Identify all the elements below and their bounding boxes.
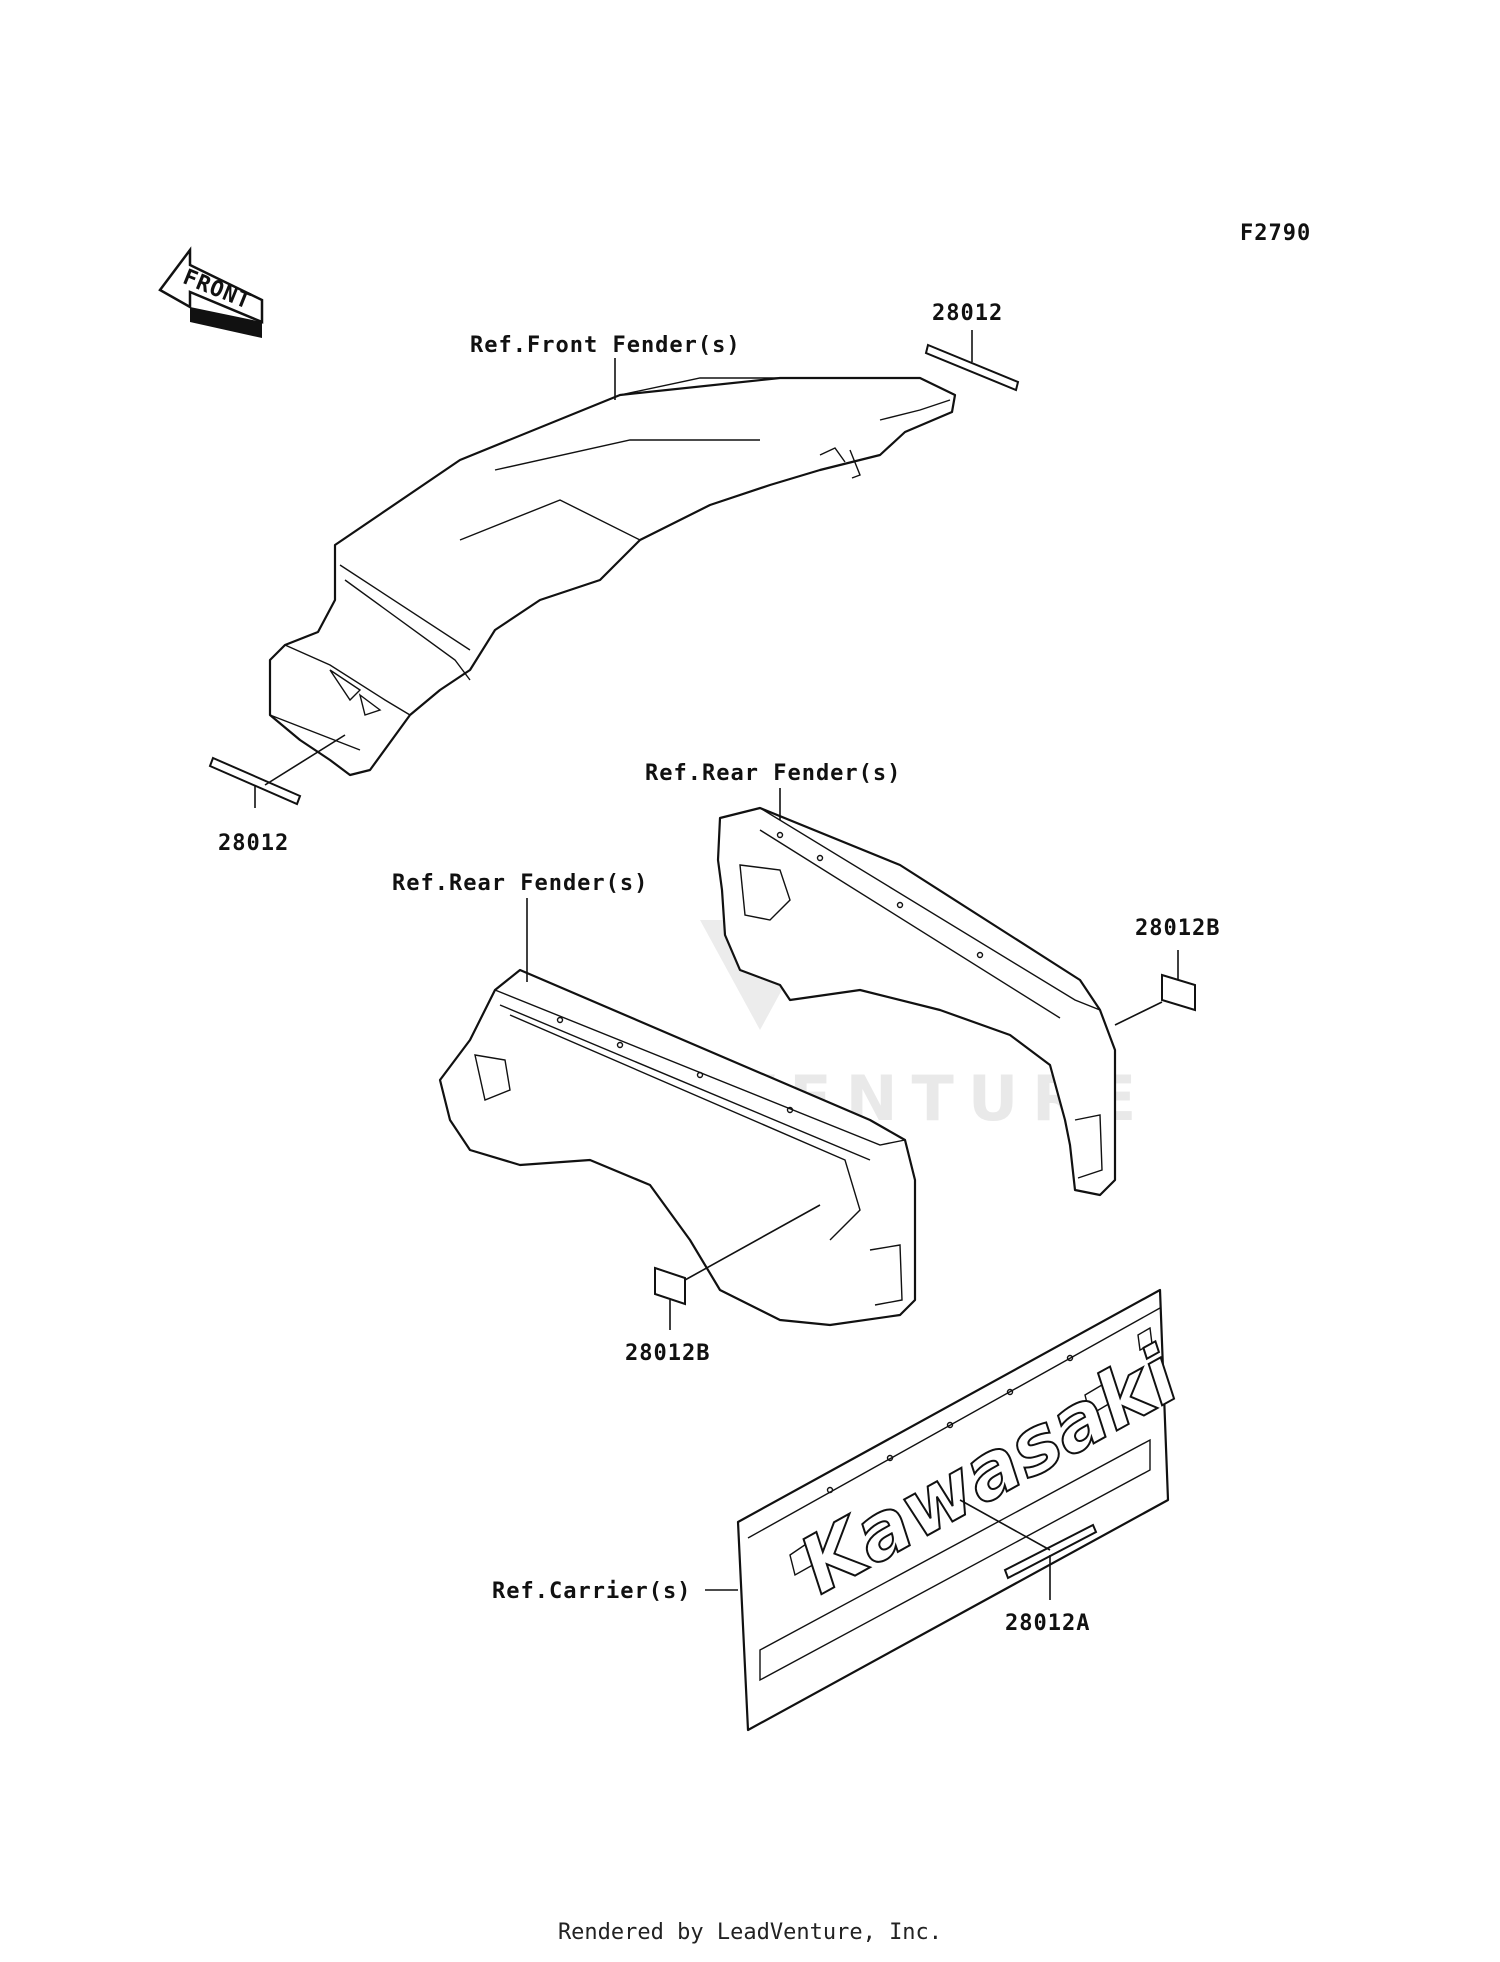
leader-28012A-to-carrier bbox=[959, 1499, 1051, 1551]
callout-ref-rear-fender-left: Ref.Rear Fender(s) bbox=[392, 871, 648, 896]
leader-28012B-right-to-fender bbox=[1114, 1001, 1163, 1026]
carrier-panel-outline bbox=[736, 1288, 1170, 1732]
callout-ref-rear-fender-right: Ref.Rear Fender(s) bbox=[645, 761, 901, 786]
decal-28012B-left bbox=[654, 1266, 686, 1306]
callout-28012-left: 28012 bbox=[218, 831, 289, 856]
decal-28012-left bbox=[208, 756, 302, 806]
callout-28012B-left: 28012B bbox=[625, 1341, 710, 1366]
decal-28012-top bbox=[924, 343, 1020, 392]
decal-28012B-right bbox=[1161, 973, 1196, 1012]
decal-28012A bbox=[1003, 1523, 1098, 1580]
rear-fender-left-outline bbox=[438, 968, 917, 1327]
callout-ref-front-fender: Ref.Front Fender(s) bbox=[470, 333, 741, 358]
rear-fender-right-outline bbox=[716, 806, 1117, 1197]
leader-28012-left-to-fender bbox=[264, 734, 346, 786]
figure-code: F2790 bbox=[1240, 221, 1311, 246]
leader-28012B-left-to-fender bbox=[684, 1204, 821, 1281]
front-arrow-icon: FRONT bbox=[158, 246, 264, 338]
callout-28012A: 28012A bbox=[1005, 1611, 1090, 1636]
callout-28012B-right: 28012B bbox=[1135, 916, 1220, 941]
render-credit: Rendered by LeadVenture, Inc. bbox=[557, 1920, 943, 1945]
callout-28012-top: 28012 bbox=[932, 301, 1003, 326]
callout-ref-carrier: Ref.Carrier(s) bbox=[492, 1579, 691, 1604]
front-fender-outline bbox=[268, 376, 957, 777]
